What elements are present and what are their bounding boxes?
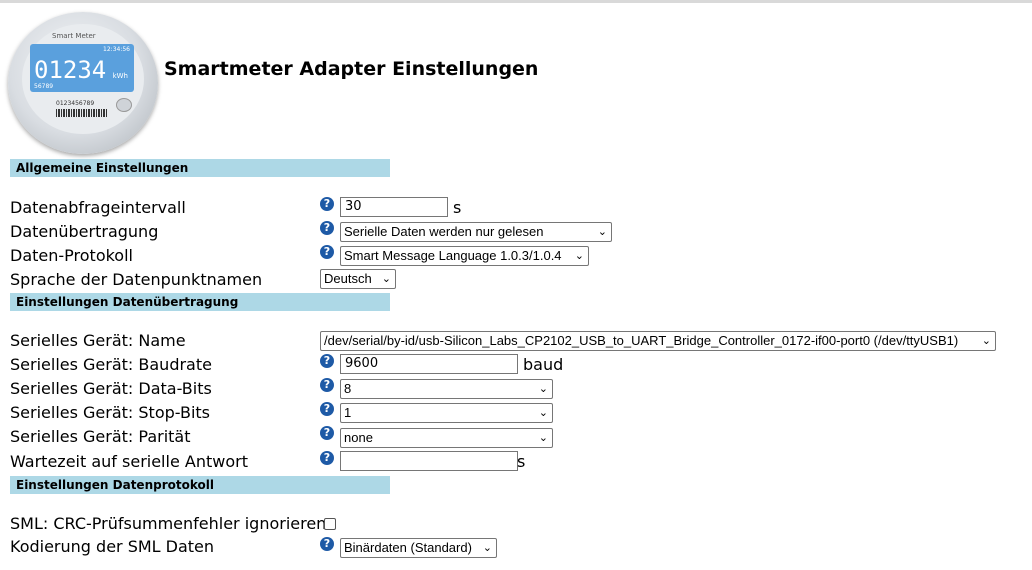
help-icon[interactable]: ? [320, 354, 334, 368]
protocol-select-value: Smart Message Language 1.0.3/1.0.4 [344, 248, 562, 263]
smartmeter-logo: Smart Meter 12:34:56 01234 kWh 56789 012… [8, 6, 160, 154]
language-select-value: Deutsch [324, 271, 372, 286]
section-header-transfer: Einstellungen Datenübertragung [10, 293, 390, 311]
section-title: Einstellungen Datenprotokoll [16, 478, 214, 492]
stopbits-select[interactable]: 1 ⌄ [340, 403, 553, 423]
barcode-icon [56, 109, 108, 117]
chevron-down-icon: ⌄ [381, 273, 391, 285]
meter-button-icon [116, 98, 132, 112]
stopbits-select-value: 1 [344, 405, 352, 420]
meter-brand-text: Smart Meter [52, 32, 96, 40]
meter-unit: kWh [112, 72, 128, 80]
databits-label: Serielles Gerät: Data-Bits [10, 379, 212, 398]
meter-small-number: 56789 [34, 83, 54, 90]
interval-label: Datenabfrageintervall [10, 198, 186, 217]
encoding-label: Kodierung der SML Daten [10, 537, 215, 556]
stopbits-label: Serielles Gerät: Stop-Bits [10, 403, 211, 422]
crc-checkbox[interactable] [324, 518, 336, 530]
serial-name-label: Serielles Gerät: Name [10, 331, 186, 350]
help-icon[interactable]: ? [320, 221, 334, 235]
parity-label: Serielles Gerät: Parität [10, 427, 191, 446]
interval-input[interactable]: 30 [340, 197, 448, 217]
section-header-protocol: Einstellungen Datenprotokoll [10, 476, 390, 494]
language-label: Sprache der Datenpunktnamen [10, 270, 263, 289]
interval-unit: s [453, 198, 462, 217]
transfer-label: Datenübertragung [10, 222, 159, 241]
meter-serial: 0123456789 [56, 100, 95, 107]
baud-unit: baud [523, 355, 564, 374]
serial-name-select[interactable]: /dev/serial/by-id/usb-Silicon_Labs_CP210… [320, 331, 996, 351]
chevron-down-icon: ⌄ [538, 383, 548, 395]
wait-label: Wartezeit auf serielle Antwort [10, 452, 248, 471]
chevron-down-icon: ⌄ [981, 335, 991, 347]
encoding-select[interactable]: Binärdaten (Standard) ⌄ [340, 538, 497, 558]
parity-select-value: none [344, 430, 373, 445]
help-icon[interactable]: ? [320, 537, 334, 551]
encoding-select-value: Binärdaten (Standard) [344, 540, 472, 555]
chevron-down-icon: ⌄ [482, 542, 492, 554]
meter-time: 12:34:56 [103, 46, 130, 53]
wait-unit: s [517, 452, 526, 471]
meter-reading: 01234 [34, 56, 107, 84]
language-select[interactable]: Deutsch ⌄ [320, 269, 396, 289]
baud-label: Serielles Gerät: Baudrate [10, 355, 212, 374]
help-icon[interactable]: ? [320, 426, 334, 440]
databits-select-value: 8 [344, 381, 352, 396]
chevron-down-icon: ⌄ [597, 226, 607, 238]
chevron-down-icon: ⌄ [538, 407, 548, 419]
wait-input[interactable] [340, 451, 518, 471]
databits-select[interactable]: 8 ⌄ [340, 379, 553, 399]
transfer-select[interactable]: Serielle Daten werden nur gelesen ⌄ [340, 222, 612, 242]
transfer-select-value: Serielle Daten werden nur gelesen [344, 224, 544, 239]
page-title: Smartmeter Adapter Einstellungen [164, 58, 539, 80]
section-title: Allgemeine Einstellungen [16, 161, 189, 175]
help-icon[interactable]: ? [320, 245, 334, 259]
protocol-select[interactable]: Smart Message Language 1.0.3/1.0.4 ⌄ [340, 246, 589, 266]
top-border [0, 0, 1032, 3]
chevron-down-icon: ⌄ [574, 250, 584, 262]
meter-display: 12:34:56 01234 kWh 56789 [30, 44, 134, 92]
serial-name-select-value: /dev/serial/by-id/usb-Silicon_Labs_CP210… [324, 333, 959, 348]
help-icon[interactable]: ? [320, 451, 334, 465]
help-icon[interactable]: ? [320, 378, 334, 392]
crc-label: SML: CRC-Prüfsummenfehler ignorieren [10, 514, 327, 533]
section-title: Einstellungen Datenübertragung [16, 295, 239, 309]
help-icon[interactable]: ? [320, 402, 334, 416]
help-icon[interactable]: ? [320, 197, 334, 211]
chevron-down-icon: ⌄ [538, 432, 548, 444]
parity-select[interactable]: none ⌄ [340, 428, 553, 448]
protocol-label: Daten-Protokoll [10, 246, 133, 265]
section-header-general: Allgemeine Einstellungen [10, 159, 390, 177]
baud-input[interactable]: 9600 [340, 354, 518, 374]
